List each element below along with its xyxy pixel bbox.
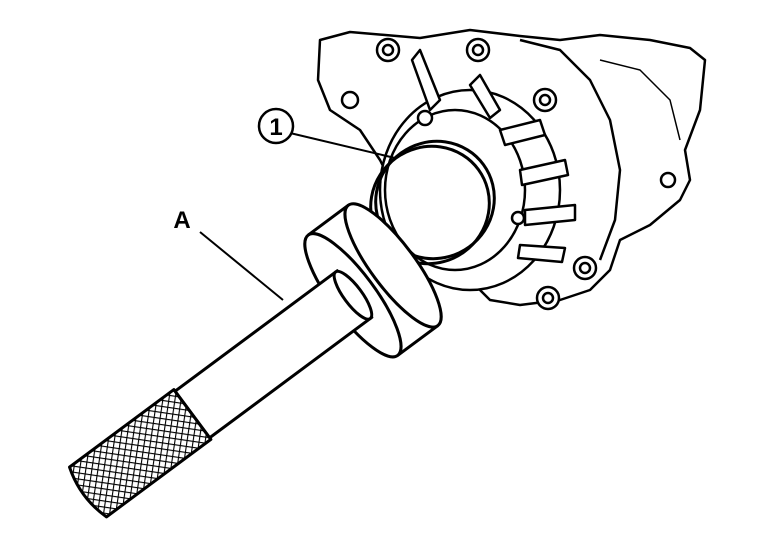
- drift-tool: [68, 202, 443, 519]
- callout-part-1: 1: [257, 107, 295, 145]
- callout-1-label: 1: [269, 114, 282, 141]
- leader-lines: [199, 132, 396, 301]
- bolt-icon: [340, 37, 677, 311]
- housing: [316, 28, 707, 311]
- callout-a-label: A: [173, 207, 190, 234]
